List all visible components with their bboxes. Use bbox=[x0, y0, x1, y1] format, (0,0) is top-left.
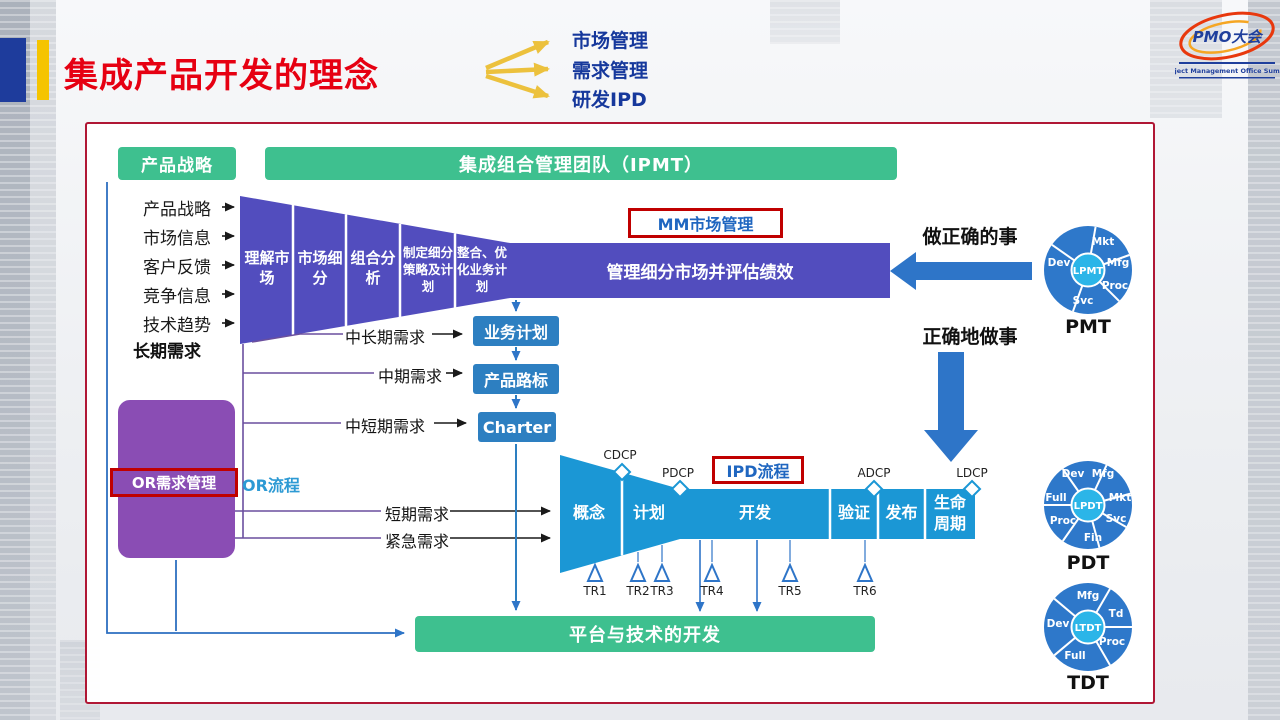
input-tech-trend: 技术趋势 bbox=[143, 316, 211, 336]
tdt-seg-mfg: Mfg bbox=[1077, 590, 1100, 602]
funnel-stage-segment-plan: 制定细分策略及计划 bbox=[403, 245, 454, 294]
product-strategy-box: 产品战略 bbox=[118, 147, 236, 180]
pmt-name: PMT bbox=[1065, 316, 1111, 338]
title-accent-bar bbox=[37, 40, 49, 100]
tr4-label: TR4 bbox=[700, 584, 724, 598]
pmt-seg-proc: Proc bbox=[1102, 280, 1128, 292]
funnel-stage-optimize-plan: 整合、优化业务计划 bbox=[457, 245, 508, 294]
tr2-label: TR2 bbox=[626, 584, 650, 598]
tdt-wheel-hub bbox=[1070, 609, 1106, 645]
pdt-team-wheel: LPDT Dev Mfg Mkt Svc Fin Proc Full bbox=[1033, 450, 1143, 560]
pdt-seg-mfg: Mfg bbox=[1092, 468, 1115, 480]
tr6-label: TR6 bbox=[853, 584, 877, 598]
pmt-team-wheel: LPMT Mkt Mfg Proc Svc Dev bbox=[1033, 215, 1143, 325]
input-market-info: 市场信息 bbox=[143, 229, 211, 249]
business-plan-box: 业务计划 bbox=[473, 316, 559, 346]
tr3-label: TR3 bbox=[650, 584, 674, 598]
ipd-process-label: IPD流程 bbox=[712, 456, 804, 484]
background-building-top bbox=[770, 0, 840, 44]
background-building-left-2 bbox=[30, 0, 56, 720]
pdt-seg-mkt: Mkt bbox=[1109, 492, 1131, 504]
demand-mid-term: 中期需求 bbox=[378, 367, 443, 386]
pmt-center-label: LPMT bbox=[1073, 266, 1104, 277]
tdt-seg-proc: Proc bbox=[1099, 636, 1125, 648]
title-accent-block bbox=[0, 38, 26, 102]
logo-divider-bottom bbox=[1179, 77, 1275, 79]
logo-red-ellipse-icon bbox=[1179, 11, 1275, 61]
product-roadmap-box: 产品路标 bbox=[473, 364, 559, 394]
dcp-pdcp-label: PDCP bbox=[661, 466, 695, 480]
pdt-name: PDT bbox=[1066, 552, 1110, 574]
phase-verify: 验证 bbox=[837, 503, 870, 522]
mm-market-management-label: MM市场管理 bbox=[628, 208, 783, 238]
phase-concept: 概念 bbox=[572, 503, 605, 522]
dcp-ldcp-label: LDCP bbox=[956, 466, 988, 480]
dcp-adcp-label: ADCP bbox=[857, 466, 891, 480]
demand-mid-short-term: 中短期需求 bbox=[345, 417, 426, 436]
logo-divider-top bbox=[1179, 62, 1275, 64]
pdt-seg-proc: Proc bbox=[1050, 515, 1076, 527]
phase-lifecycle: 生命周期 bbox=[933, 493, 966, 533]
pmt-seg-mkt: Mkt bbox=[1092, 236, 1114, 248]
bullet-rd-ipd: 研发IPD bbox=[572, 89, 647, 111]
platform-tech-bar: 平台与技术的开发 bbox=[415, 616, 875, 652]
tdt-seg-dev: Dev bbox=[1047, 618, 1070, 630]
pmt-seg-dev: Dev bbox=[1048, 257, 1071, 269]
pdt-seg-fin: Fin bbox=[1084, 532, 1102, 544]
input-customer-feedback: 客户反馈 bbox=[143, 258, 211, 278]
phase-release: 发布 bbox=[885, 503, 918, 522]
title-fan-arrows-icon bbox=[485, 39, 550, 99]
tdt-seg-full: Full bbox=[1064, 650, 1085, 662]
tr5-label: TR5 bbox=[778, 584, 802, 598]
pdt-wheel-hub bbox=[1070, 487, 1106, 523]
pmo-logo: PMO大会 Project Management Office Summit bbox=[1175, 6, 1280, 86]
background-building-right bbox=[1248, 0, 1280, 720]
do-thing-right-label: 正确地做事 bbox=[922, 326, 1018, 348]
do-right-thing-label: 做正确的事 bbox=[922, 226, 1018, 248]
manage-segment-bar: 管理细分市场并评估绩效 bbox=[510, 243, 890, 298]
bullet-requirement-management: 需求管理 bbox=[572, 60, 649, 82]
funnel-stage-portfolio-analysis: 组合分析 bbox=[350, 249, 396, 288]
logo-subtitle: Project Management Office Summit bbox=[1175, 67, 1280, 75]
pmt-seg-mfg: Mfg bbox=[1107, 257, 1130, 269]
tdt-center-label: LTDT bbox=[1075, 623, 1102, 634]
funnel-stage-segmentation: 市场细分 bbox=[297, 249, 343, 288]
or-process-label: OR流程 bbox=[242, 476, 300, 495]
logo-title: PMO大会 bbox=[1193, 28, 1264, 46]
tdt-seg-td: Td bbox=[1109, 608, 1124, 620]
or-requirement-label: OR需求管理 bbox=[110, 468, 238, 497]
dcp-cdcp-label: CDCP bbox=[603, 448, 637, 462]
charter-box: Charter bbox=[478, 412, 556, 442]
bullet-market-management: 市场管理 bbox=[572, 30, 649, 52]
demand-short-term: 短期需求 bbox=[385, 505, 450, 524]
pdt-center-label: LPDT bbox=[1074, 501, 1103, 512]
page-title: 集成产品开发的理念 bbox=[64, 56, 379, 96]
input-product-strategy: 产品战略 bbox=[143, 200, 211, 220]
background-building-left bbox=[0, 0, 30, 720]
pdt-seg-dev: Dev bbox=[1062, 468, 1085, 480]
long-term-demand-label: 长期需求 bbox=[133, 342, 201, 362]
pdt-seg-full: Full bbox=[1045, 492, 1066, 504]
phase-develop: 开发 bbox=[738, 503, 771, 522]
tdt-team-wheel: LTDT Mfg Td Proc Full Dev bbox=[1033, 572, 1143, 682]
tr1-label: TR1 bbox=[583, 584, 607, 598]
tdt-name: TDT bbox=[1067, 672, 1109, 694]
funnel-stage-understand-market: 理解市场 bbox=[244, 249, 290, 288]
phase-plan: 计划 bbox=[632, 503, 665, 522]
pmt-seg-svc: Svc bbox=[1073, 295, 1094, 307]
ipmt-bar: 集成组合管理团队（IPMT） bbox=[265, 147, 897, 180]
pmt-wheel-hub bbox=[1070, 252, 1106, 288]
input-competition-info: 竞争信息 bbox=[143, 287, 211, 307]
pdt-seg-svc: Svc bbox=[1106, 513, 1127, 525]
demand-mid-long-term: 中长期需求 bbox=[345, 328, 426, 347]
demand-urgent: 紧急需求 bbox=[385, 532, 450, 551]
